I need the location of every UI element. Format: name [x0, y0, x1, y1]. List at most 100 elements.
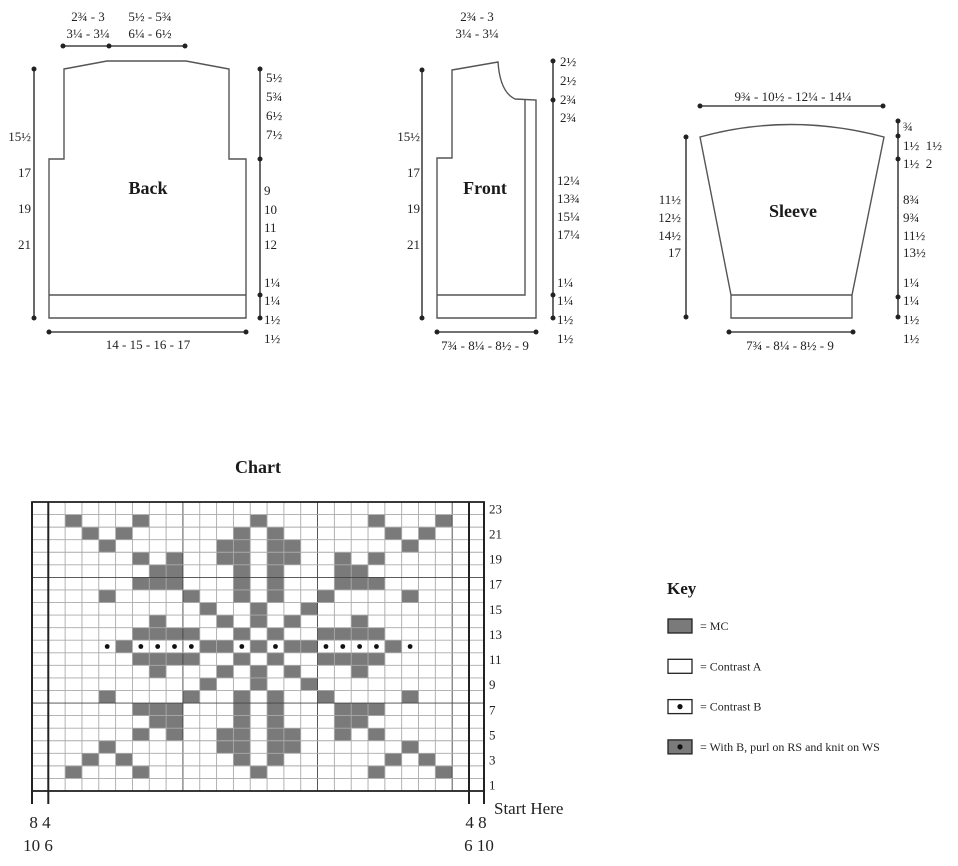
- chart-cell-mc: [65, 765, 82, 779]
- sleeve-rib-label: 1¼: [903, 275, 920, 290]
- chart-cell-mc: [317, 690, 335, 704]
- sleeve-title: Sleeve: [769, 201, 817, 221]
- chart-row-label: 13: [489, 627, 502, 642]
- chart-cell-mc: [250, 677, 268, 691]
- chart-cell-mc: [233, 690, 251, 704]
- chart-cell-mc: [233, 715, 251, 729]
- chart-cell-mc: [351, 564, 369, 578]
- size-marker-left: 10 6: [23, 836, 53, 855]
- chart-cell-contrast-b: [374, 644, 379, 649]
- chart-row-label: 17: [489, 577, 503, 592]
- chart-cell-mc: [250, 640, 268, 653]
- chart-cell-mc: [267, 627, 284, 641]
- chart-row-label: 5: [489, 727, 496, 742]
- sleeve-top-label: 9¾ - 10½ - 12¼ - 14¼: [735, 89, 852, 104]
- sleeve-length-label: 12½: [658, 210, 681, 225]
- back-rib-label: 1½: [264, 331, 281, 346]
- sleeve-length-label: 11½: [659, 192, 682, 207]
- front-neck-label: 2¾: [560, 110, 576, 125]
- chart-cell-mc: [351, 615, 369, 628]
- chart-cell-mc: [250, 602, 268, 616]
- chart-cell-mc: [267, 577, 284, 590]
- chart-cell-mc: [132, 703, 150, 716]
- chart-cell-mc: [351, 652, 369, 666]
- key-swatch: [667, 658, 693, 674]
- front-rib-label: 1¼: [557, 275, 574, 290]
- chart-cell-mc: [81, 753, 99, 766]
- chart-cell-mc: [283, 640, 301, 653]
- chart-cell-mc: [65, 514, 82, 528]
- back-length-label: 15½: [8, 129, 31, 144]
- chart-cell-mc: [132, 552, 150, 565]
- front-neck-label: 2½: [560, 73, 577, 88]
- back-rib-label: 1¼: [264, 275, 281, 290]
- chart-cell-mc: [216, 640, 234, 653]
- chart-cell-mc: [267, 715, 284, 729]
- chart-cell-mc: [233, 589, 251, 603]
- chart-cell-mc: [368, 514, 385, 528]
- chart-cell-mc: [216, 615, 234, 628]
- chart-cell-mc: [166, 577, 183, 590]
- sleeve-body-label: 11½: [903, 228, 926, 243]
- chart-cell-mc: [199, 677, 217, 691]
- chart-row-label: 9: [489, 677, 496, 692]
- chart-cell-mc: [132, 728, 150, 741]
- chart-cell-mc: [149, 703, 167, 716]
- chart-cell-mc: [115, 640, 133, 653]
- chart-cell-mc: [98, 740, 116, 754]
- front-shoulder-label: 3¼ - 3¼: [455, 26, 499, 41]
- start-here-label: Start Here: [494, 799, 563, 818]
- chart-cell-mc: [132, 765, 150, 779]
- chart-row-label: 15: [489, 602, 502, 617]
- sleeve-rib-label: 1½: [903, 331, 920, 346]
- chart-cell-mc: [334, 564, 352, 578]
- chart-cell-mc: [368, 652, 385, 666]
- front-body-label: 12¼: [557, 173, 580, 188]
- chart-row-label: 7: [489, 702, 496, 717]
- chart-cell-mc: [250, 765, 268, 779]
- chart-cell-mc: [267, 589, 284, 603]
- front-body-label: 15¼: [557, 209, 580, 224]
- chart-title: Chart: [235, 457, 281, 477]
- back-armhole-label: 7½: [266, 127, 283, 142]
- chart-cell-mc: [267, 728, 284, 741]
- front-shoulder-label: 2¾ - 3: [460, 9, 494, 24]
- chart-cell-mc: [149, 627, 167, 641]
- chart-cell-mc: [233, 627, 251, 641]
- chart-cell-mc: [267, 652, 284, 666]
- chart-row-label: 1: [489, 778, 496, 793]
- sleeve-cap-label: ¾: [903, 119, 913, 134]
- chart-cell-mc: [233, 564, 251, 578]
- size-marker-right: 4 8: [465, 813, 486, 832]
- chart-cell-mc: [132, 577, 150, 590]
- chart-cell-mc: [233, 577, 251, 590]
- front-width-label: 7¾ - 8¼ - 8½ - 9: [441, 338, 529, 353]
- back-neck-label: 5½ - 5¾: [128, 9, 171, 24]
- chart-cell-mc: [267, 740, 284, 754]
- chart-cell-mc: [233, 703, 251, 716]
- back-body-label: 11: [264, 220, 277, 235]
- sleeve-cap-label: 1½ 1½: [903, 138, 942, 153]
- chart-cell-contrast-b: [104, 644, 110, 649]
- chart-cell-mc: [267, 552, 284, 565]
- chart-cell-mc: [115, 527, 133, 540]
- chart-cell-mc: [351, 577, 369, 590]
- chart-cell-mc: [267, 703, 284, 716]
- back-rib-label: 1¼: [264, 293, 281, 308]
- chart-cell-contrast-b: [323, 644, 329, 649]
- key-item: = MC: [667, 618, 728, 634]
- chart-cell-mc: [435, 765, 453, 779]
- chart-cell-mc: [250, 615, 268, 628]
- key-label: = Contrast B: [700, 700, 761, 714]
- chart-cell-mc: [166, 652, 183, 666]
- front-body-label: 13¾: [557, 191, 580, 206]
- chart-cell-mc: [384, 640, 402, 653]
- sleeve-outline: [699, 123, 885, 319]
- chart-row-label: 19: [489, 552, 502, 567]
- sleeve-rib-label: 1½: [903, 312, 920, 327]
- key-label: = MC: [700, 619, 728, 633]
- back-armhole-label: 5¾: [266, 89, 282, 104]
- chart-cell-mc: [132, 514, 150, 528]
